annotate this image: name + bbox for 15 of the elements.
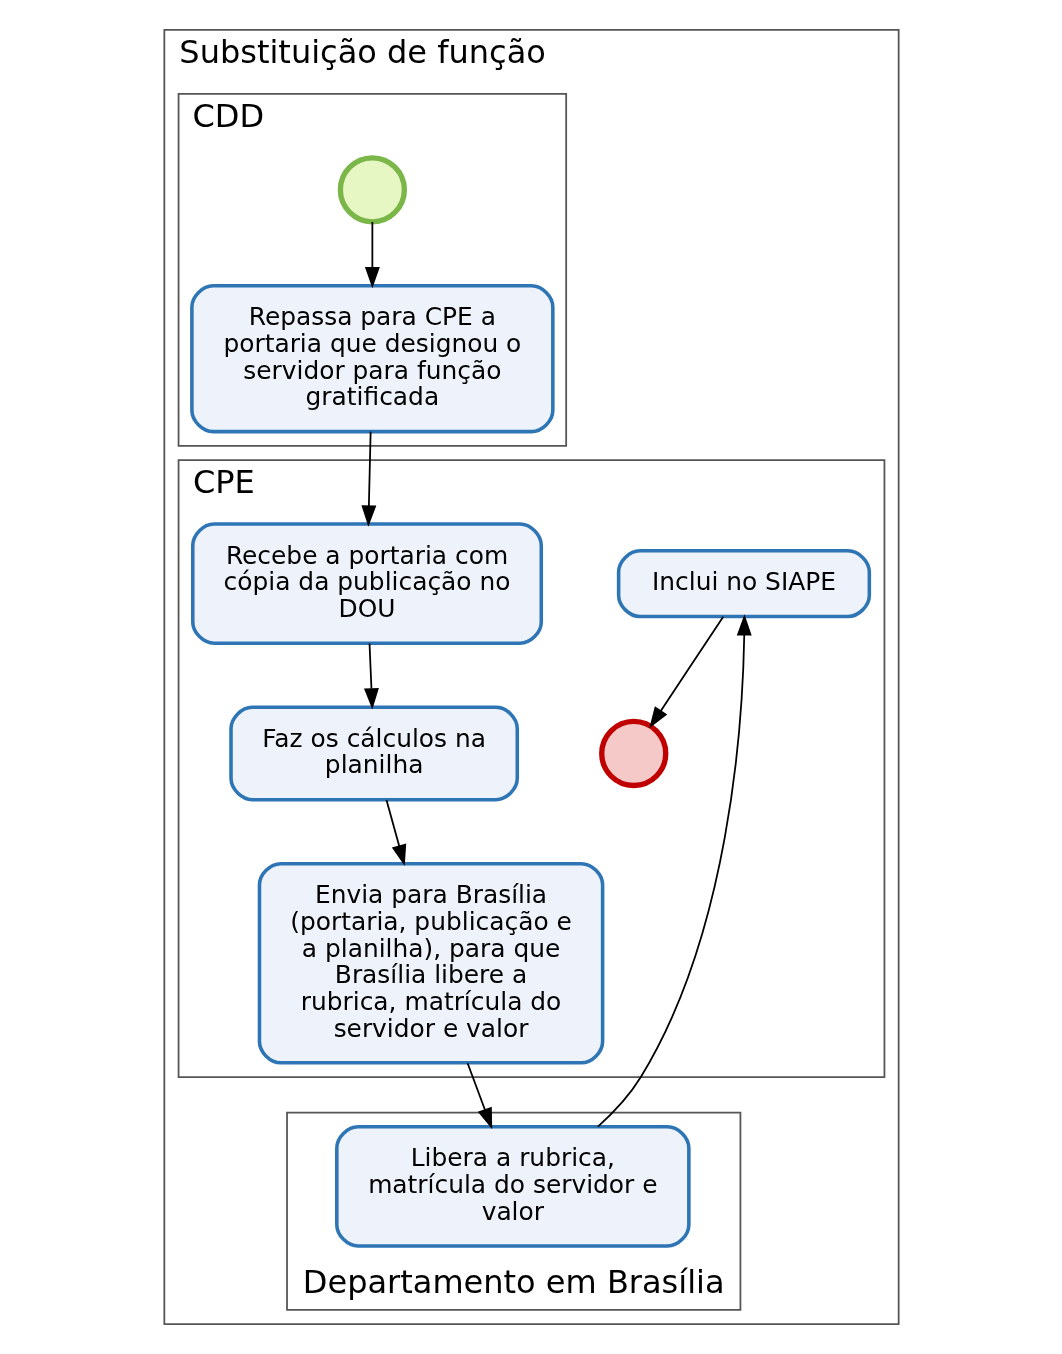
- arrow: [360, 430, 376, 527]
- arrow: [385, 799, 406, 867]
- node-box: Envia para Brasília (portaria, publicação e a planilha), para que Brasília libere a rubrica, matrícula do servidor e valor: [257, 861, 604, 1065]
- node-box: Libera a rubrica, matrícula do servidor e valor: [334, 1125, 691, 1248]
- node-circle: [598, 718, 668, 789]
- arrow: [363, 642, 379, 710]
- node-box: Repassa para CPE a portaria que designou o servidor para função gratificada: [189, 284, 555, 434]
- node-box: Faz os cálculos na planilha: [228, 705, 519, 802]
- arrow: [596, 614, 752, 1128]
- arrow: [364, 221, 380, 289]
- arrow: [648, 615, 724, 729]
- node-box: Recebe a portaria com cópia da publicação no DOU: [190, 522, 543, 645]
- node-box: Inclui no SIAPE: [616, 549, 871, 619]
- node-circle: [337, 155, 407, 225]
- arrow: [466, 1062, 492, 1130]
